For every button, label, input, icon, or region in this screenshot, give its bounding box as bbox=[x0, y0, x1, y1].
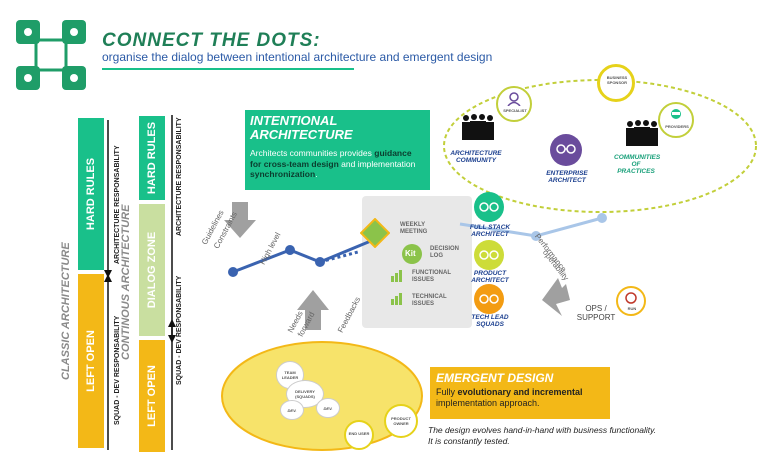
technical-issues-label: TECHNICAL ISSUES bbox=[412, 294, 447, 307]
chart-icon bbox=[391, 270, 402, 282]
architecture-community-label: ARCHITECTURE COMMUNITY bbox=[450, 150, 502, 164]
kit-label: Kit bbox=[405, 249, 416, 258]
glasses-icon bbox=[556, 144, 576, 154]
hard-rules-label: HARD RULES bbox=[85, 157, 97, 231]
glasses-icon bbox=[479, 250, 499, 260]
product-architect-label: PRODUCT ARCHITECT bbox=[471, 270, 509, 284]
gray-arrows bbox=[224, 202, 570, 330]
responsibility-arrows bbox=[104, 115, 176, 450]
enterprise-architect-label: ENTERPRISE ARCHITECT bbox=[546, 170, 588, 184]
product-architect-circle bbox=[474, 240, 504, 270]
ia-title-line1: INTENTIONAL bbox=[250, 113, 338, 128]
weekly-meeting-label: WEEKLY MEETING bbox=[400, 222, 428, 235]
specialist-label: SPECIALIST bbox=[503, 108, 527, 113]
ia-text-3: . bbox=[315, 169, 318, 179]
continuous-hard-rules-bar: HARD RULES bbox=[139, 116, 165, 200]
person-icon bbox=[625, 292, 637, 304]
community-ellipse bbox=[443, 79, 757, 213]
functional-issues-label: FUNCTIONAL ISSUES bbox=[412, 270, 451, 283]
dev-label-1: DEV. bbox=[287, 408, 297, 413]
full-stack-circle bbox=[474, 192, 504, 222]
glasses-icon bbox=[479, 202, 499, 212]
ed-foot-line2: It is constantly tested. bbox=[428, 436, 510, 446]
ed-text-1: Fully bbox=[436, 387, 458, 397]
chart-icon bbox=[391, 293, 402, 305]
ia-text-2: and implementation bbox=[338, 158, 416, 169]
tech-lead-label: TECH LEAD SQUADS bbox=[471, 314, 509, 328]
providers-label: PROVIDERS bbox=[665, 124, 689, 129]
classic-architecture-responsibility: ARCHITECTURE RESPONSABILITY bbox=[114, 145, 121, 264]
providers-circle bbox=[658, 102, 694, 138]
run-circle bbox=[616, 286, 646, 316]
dev-circle-2 bbox=[316, 398, 340, 418]
classic-architecture-label: CLASSIC ARCHITECTURE bbox=[60, 242, 72, 380]
dialog-zone-bar: DIALOG ZONE bbox=[139, 204, 165, 336]
emergent-design-box bbox=[430, 367, 610, 419]
left-open-label: LEFT OPEN bbox=[85, 330, 98, 392]
communities-of-practices-label: COMMUNITIES OF PRACTICES bbox=[614, 154, 661, 175]
continuous-left-open-bar: LEFT OPEN bbox=[139, 340, 165, 452]
business-sponsor-label: BUSINESS SPONSOR bbox=[606, 75, 628, 85]
team-icon bbox=[626, 120, 658, 146]
diamond-icon bbox=[360, 218, 390, 248]
classic-hard-rules-bar: HARD RULES bbox=[78, 118, 104, 270]
dev-label-2: DEV. bbox=[323, 406, 333, 411]
ed-foot-line1: The design evolves hand-in-hand with bus… bbox=[428, 425, 657, 435]
intentional-architecture-text: Architects communities provides guidance… bbox=[250, 148, 425, 180]
tech-lead-circle bbox=[474, 284, 504, 314]
ed-text-2: implementation approach. bbox=[436, 398, 540, 408]
intentional-architecture-title: INTENTIONAL ARCHITECTURE bbox=[250, 114, 425, 142]
ia-text-bold-1: guidance for cross-team design bbox=[250, 148, 412, 169]
end-user-label: END USER bbox=[348, 431, 370, 436]
business-sponsor-circle bbox=[597, 64, 635, 102]
specialist-circle bbox=[496, 86, 532, 122]
emergent-design-title: EMERGENT DESIGN bbox=[436, 371, 554, 385]
full-stack-label: FULL STACK ARCHITECT bbox=[469, 224, 511, 238]
team-leader-label: TEAM LEADER bbox=[281, 370, 299, 380]
end-user-circle bbox=[344, 420, 374, 450]
title-underline bbox=[102, 68, 354, 70]
kit-icon bbox=[402, 244, 422, 264]
flow-line bbox=[228, 213, 607, 277]
person-icon bbox=[507, 92, 521, 106]
ed-text-bold: evolutionary and incremental bbox=[457, 387, 583, 397]
page-title: CONNECT THE DOTS: bbox=[102, 30, 321, 51]
classic-squad-responsibility: SQUAD - DEV RESPONSABILITY bbox=[114, 315, 121, 425]
ia-text-bold-2: synchronization bbox=[250, 169, 316, 179]
enterprise-architect-circle bbox=[550, 134, 582, 166]
product-owner-label: PRODUCT OWNER bbox=[391, 416, 411, 426]
ops-support-label: OPS / SUPPORT bbox=[576, 304, 616, 322]
delivery-label: DELIVERY (SQUADS) bbox=[295, 389, 315, 399]
run-label: RUN bbox=[627, 306, 637, 311]
decision-log-label: DECISION LOG bbox=[430, 246, 460, 259]
emergent-design-text: Fully evolutionary and incremental imple… bbox=[436, 387, 606, 409]
dev-circle-1 bbox=[280, 400, 304, 420]
person-icon bbox=[671, 109, 681, 119]
ia-text-1: Architects communities provides bbox=[250, 148, 375, 158]
page-subtitle: organise the dialog between intentional … bbox=[102, 50, 493, 64]
ia-title-line2: ARCHITECTURE bbox=[250, 127, 353, 142]
team-icon bbox=[462, 114, 494, 140]
intentional-architecture-box bbox=[245, 110, 430, 190]
emergent-footnote: The design evolves hand-in-hand with bus… bbox=[428, 425, 728, 447]
classic-left-open-bar: LEFT OPEN bbox=[78, 274, 104, 448]
glasses-icon bbox=[479, 294, 499, 304]
product-owner-circle bbox=[384, 404, 418, 438]
connect-dots-icon bbox=[16, 20, 86, 90]
